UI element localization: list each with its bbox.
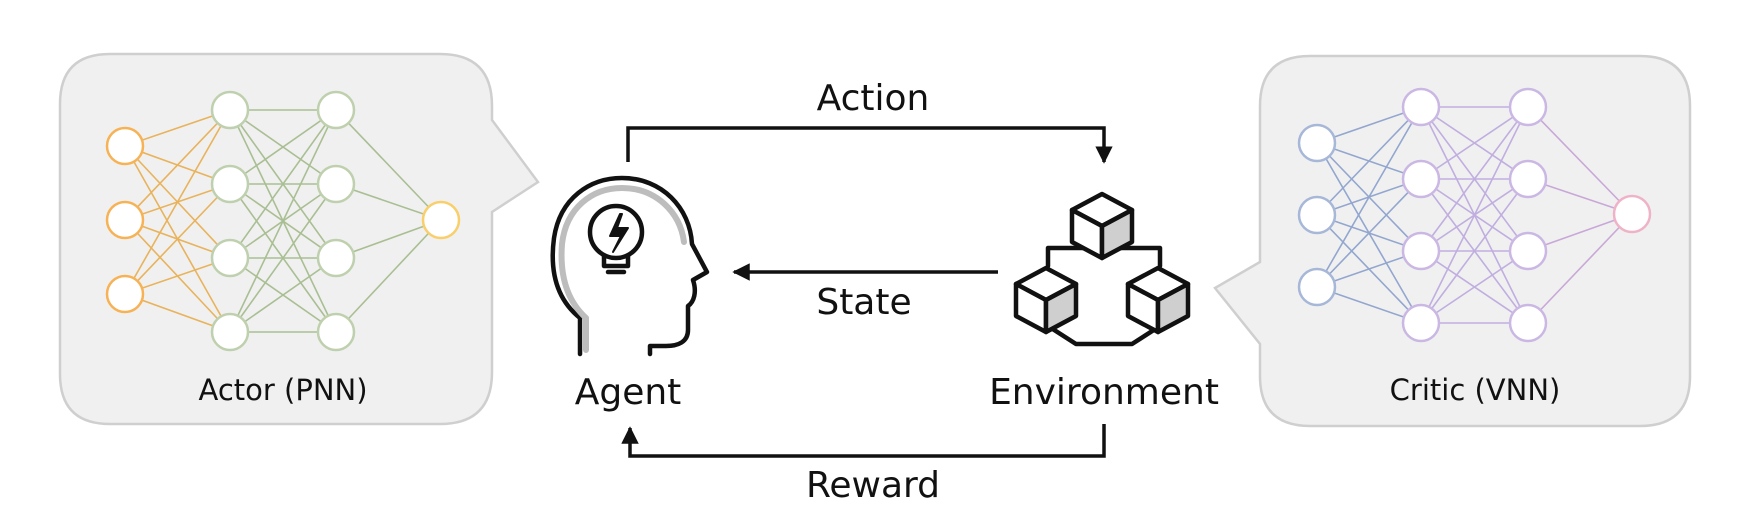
critic-network <box>1297 87 1652 343</box>
actor-edge <box>124 109 231 295</box>
actor-node <box>316 312 356 352</box>
critic-node <box>1508 303 1548 343</box>
actor-edge <box>229 109 337 185</box>
actor-node <box>421 200 461 240</box>
actor-edge <box>229 183 337 333</box>
critic-edge <box>1316 106 1422 216</box>
actor-node <box>210 312 250 352</box>
critic-node <box>1508 231 1548 271</box>
action-arrow <box>626 126 1113 164</box>
critic-edge <box>1420 250 1529 324</box>
critic-node <box>1401 231 1441 271</box>
critic-edge <box>1420 106 1529 252</box>
critic-node <box>1297 195 1337 235</box>
critic-node <box>1401 303 1441 343</box>
action-label: Action <box>817 78 930 119</box>
actor-node <box>105 126 145 166</box>
critic-edge <box>1420 178 1529 324</box>
critic-node <box>1401 87 1441 127</box>
critic-edge <box>1316 178 1422 288</box>
actor-node <box>316 90 356 130</box>
actor-edge <box>335 109 442 221</box>
actor-node <box>105 200 145 240</box>
critic-edge <box>1527 213 1633 324</box>
actor-edge <box>229 257 337 333</box>
critic-node <box>1297 123 1337 163</box>
critic-edge <box>1420 106 1529 180</box>
agent-head-icon <box>550 175 710 357</box>
actor-edge <box>124 183 231 295</box>
actor-bubble <box>58 52 540 426</box>
actor-edge <box>335 219 442 333</box>
critic-node <box>1612 194 1652 234</box>
actor-node <box>105 274 145 314</box>
agent-label: Agent <box>575 372 682 413</box>
actor-network <box>105 90 461 352</box>
reward-label: Reward <box>806 465 940 506</box>
critic-node <box>1401 159 1441 199</box>
actor-node <box>316 164 356 204</box>
actor-edge <box>229 109 337 333</box>
reward-arrow <box>621 424 1106 458</box>
critic-node <box>1508 159 1548 199</box>
critic-edge <box>1420 106 1529 324</box>
actor-node <box>210 90 250 130</box>
actor-node <box>210 238 250 278</box>
actor-node <box>316 238 356 278</box>
critic-node <box>1297 267 1337 307</box>
environment-cubes-icon <box>1013 191 1191 347</box>
critic-label: Critic (VNN) <box>1390 373 1561 407</box>
actor-label: Actor (PNN) <box>198 373 367 407</box>
state-label: State <box>816 282 911 323</box>
actor-edge <box>229 109 337 259</box>
environment-label: Environment <box>989 372 1219 413</box>
actor-node <box>210 164 250 204</box>
critic-node <box>1508 87 1548 127</box>
critic-edge <box>1316 106 1422 288</box>
critic-edge <box>1527 106 1633 215</box>
critic-bubble <box>1213 54 1692 428</box>
actor-edge <box>124 109 231 221</box>
